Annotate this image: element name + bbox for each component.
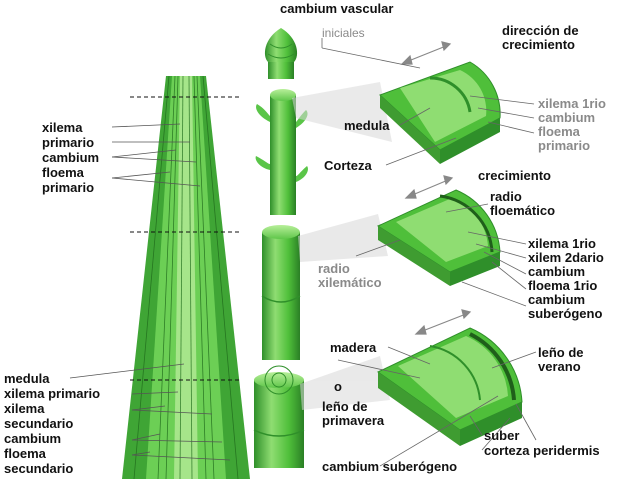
label-suber: suber [484, 428, 520, 443]
label-primario: primario [42, 135, 95, 150]
label-madera: madera [330, 340, 377, 355]
label-floema-2: floema [4, 446, 46, 461]
leader-lines-right [321, 38, 537, 467]
label-primario-2: primario [42, 180, 95, 195]
label-secundario-2: secundario [4, 461, 74, 476]
label-corteza-peridermis: corteza peridermis [484, 443, 600, 458]
label-iniciales: iniciales [322, 26, 365, 40]
label-block2-layers: xilema 1rio xilem 2dario cambium floema … [528, 236, 604, 321]
block-secondary-section [376, 189, 501, 286]
label-cambium-2: cambium [4, 431, 62, 446]
trunk-longitudinal-section [122, 75, 250, 479]
stem-bud [264, 28, 298, 79]
label-xilema: xilema [42, 120, 83, 135]
label-corteza: Corteza [324, 158, 372, 173]
stem-secondary-growth [253, 365, 305, 468]
stem-primary-growth [261, 225, 301, 360]
label-cambium-vascular: cambium vascular [280, 1, 394, 16]
block-primary-section [379, 61, 501, 164]
label-floema: floema [42, 165, 84, 180]
projection-wedges [292, 82, 392, 410]
label-medula-trunk: medula [4, 371, 50, 386]
label-cambium-suberogeno: cambium suberógeno [322, 459, 458, 474]
growth-arrows [400, 41, 472, 335]
label-radio-xilematico: radio xilemático [318, 261, 382, 290]
label-secundario: secundario [4, 416, 74, 431]
label-cambium: cambium [42, 150, 100, 165]
label-radio-floematico: radio floemático [490, 189, 556, 218]
label-medula-block: medula [344, 118, 390, 133]
label-leno-verano: leño de verano [538, 345, 584, 374]
label-xilema-2: xilema [4, 401, 45, 416]
label-o: o [334, 379, 342, 394]
label-block1-layers: xilema 1rio cambium floema primario [538, 96, 606, 153]
stem-young [255, 89, 308, 215]
label-leno-primavera: leño de primavera [322, 399, 385, 428]
label-crecimiento: crecimiento [478, 168, 551, 183]
block-woody-section [377, 327, 523, 446]
label-direccion-crecimiento: dirección de crecimiento [502, 23, 579, 52]
label-xilema-primario: xilema primario [4, 386, 101, 401]
leader-lines-left [69, 123, 231, 461]
